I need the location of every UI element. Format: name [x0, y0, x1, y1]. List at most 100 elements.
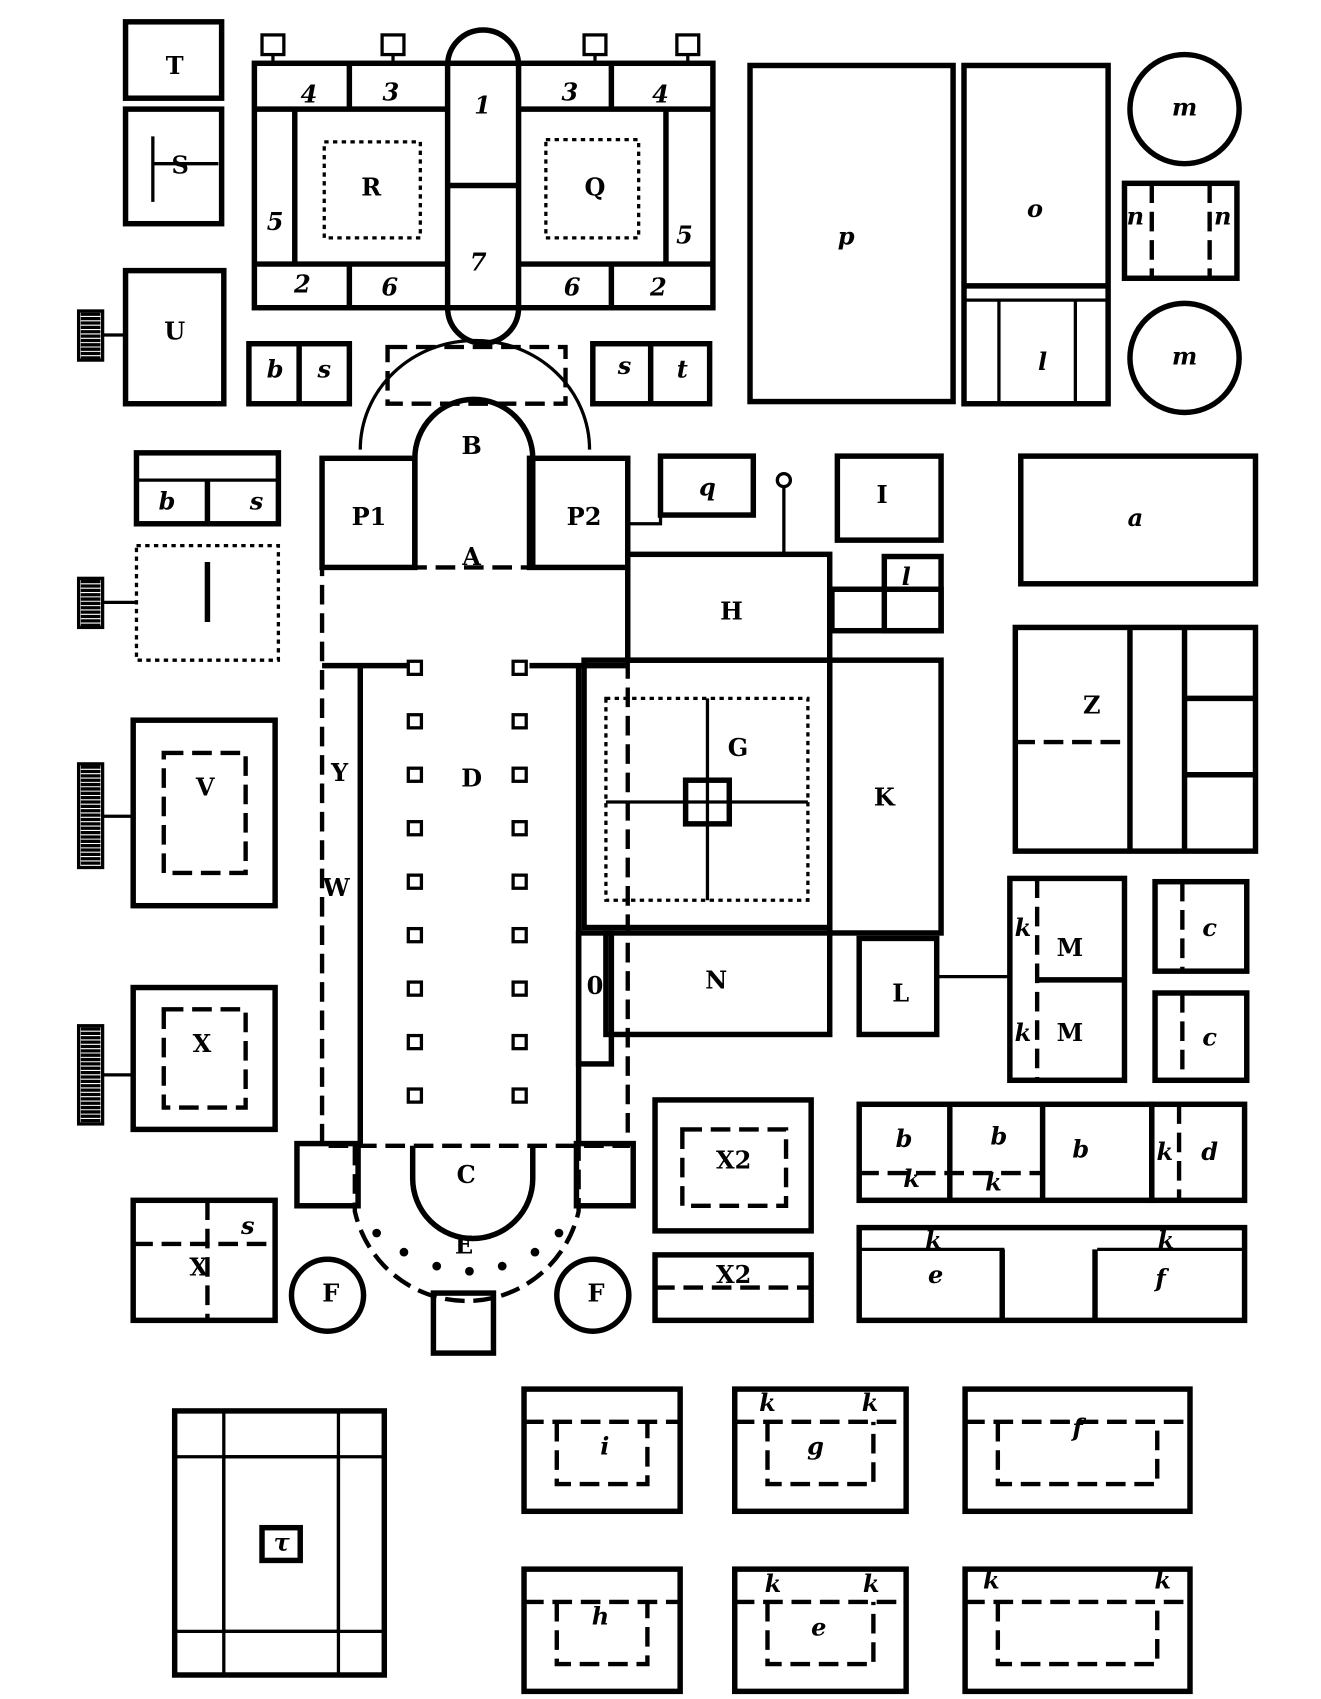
column [511, 1033, 528, 1051]
apse-B [412, 396, 536, 568]
barn [962, 1566, 1193, 1695]
room-label: h [592, 1602, 609, 1631]
room-label: F [588, 1279, 605, 1308]
column-dot [497, 1261, 507, 1271]
room-label: k [1015, 1018, 1032, 1047]
tower-F [288, 1256, 367, 1334]
room-label: b [1072, 1135, 1089, 1164]
room-label: 5 [676, 220, 693, 249]
building-S [122, 106, 225, 227]
barn [521, 1386, 683, 1515]
column [511, 980, 528, 997]
room-label: e [811, 1613, 826, 1642]
room-label: s [316, 355, 331, 384]
column-dot [530, 1247, 540, 1257]
room-label: V [195, 772, 215, 801]
room-label: Z [1083, 691, 1101, 720]
building-e-f [856, 1224, 1248, 1324]
building-walls [76, 19, 1259, 1695]
tower-base [573, 1140, 636, 1209]
building-T [122, 19, 225, 101]
room-label: f [1153, 1263, 1169, 1292]
room-label: D [461, 764, 482, 793]
chimney [582, 33, 608, 57]
room-label: n [1127, 202, 1144, 231]
round-building-m [1127, 51, 1242, 167]
room-label: p [838, 221, 855, 250]
building-U [122, 267, 227, 407]
building-p [747, 62, 956, 405]
building-X [130, 984, 278, 1133]
room-label: P2 [567, 502, 602, 531]
room-label: c [1202, 1022, 1217, 1051]
room-label: k [862, 1388, 879, 1417]
barn-inner [995, 1601, 1160, 1667]
room-label: b [991, 1122, 1008, 1151]
column [406, 1087, 424, 1104]
barn [732, 1566, 909, 1695]
room-label: P1 [352, 502, 387, 531]
room-0 [575, 930, 615, 1067]
barn-inner [765, 1421, 876, 1487]
room-label: k [903, 1164, 920, 1193]
building-tau [171, 1408, 388, 1678]
room-label: E [455, 1231, 473, 1260]
column [406, 713, 424, 730]
column [406, 766, 424, 783]
column-dot [465, 1266, 474, 1276]
room-label: 2 [649, 273, 667, 302]
round-building-m [1127, 300, 1242, 416]
barn-inner [995, 1421, 1160, 1487]
column-dot [372, 1228, 382, 1238]
column [511, 766, 528, 783]
cloister-Q [544, 138, 641, 240]
room-label: m [1172, 341, 1197, 370]
building-a [1018, 453, 1259, 587]
well [775, 471, 793, 489]
room-label: k [1157, 1137, 1174, 1166]
room-label: C [457, 1160, 476, 1189]
column [511, 926, 528, 944]
building-Z [1012, 624, 1259, 854]
room-label: W [322, 873, 351, 902]
room-label: c [1202, 913, 1217, 942]
room-label: B [461, 431, 481, 460]
column [406, 980, 424, 997]
room-label: k [1154, 1566, 1171, 1595]
building-X2 [652, 1097, 814, 1234]
column [511, 873, 528, 890]
column-dot [554, 1228, 564, 1238]
room-label: 0 [587, 971, 604, 1000]
room-label: X [193, 1029, 212, 1058]
room-label: X2 [716, 1146, 751, 1175]
building-q [657, 453, 757, 518]
column [406, 926, 424, 944]
room-label: s [617, 351, 632, 380]
column-dot [399, 1247, 409, 1257]
room-label: 6 [381, 273, 398, 302]
atrium-arc [358, 338, 592, 450]
room-label: τ [274, 1528, 291, 1557]
building-b [856, 1101, 1155, 1204]
room-label: k [863, 1569, 880, 1598]
oval-hall [444, 27, 522, 346]
room-label: b [896, 1124, 913, 1153]
room-label: q [699, 472, 716, 501]
tower-F [554, 1256, 632, 1334]
room-label: k [985, 1167, 1002, 1196]
building-I [834, 453, 944, 543]
column [406, 1033, 424, 1051]
building-K [826, 657, 944, 936]
fountain [682, 777, 733, 827]
room-label: R [361, 172, 382, 201]
room-label: k [1015, 913, 1032, 942]
room-label: Q [585, 172, 606, 201]
column [511, 1087, 528, 1104]
chimney [675, 33, 701, 57]
barn [962, 1386, 1193, 1515]
column [511, 713, 528, 730]
tower-base [294, 1140, 361, 1209]
column [406, 820, 424, 837]
room-label: l [902, 562, 911, 591]
room-label: o [1027, 194, 1043, 223]
